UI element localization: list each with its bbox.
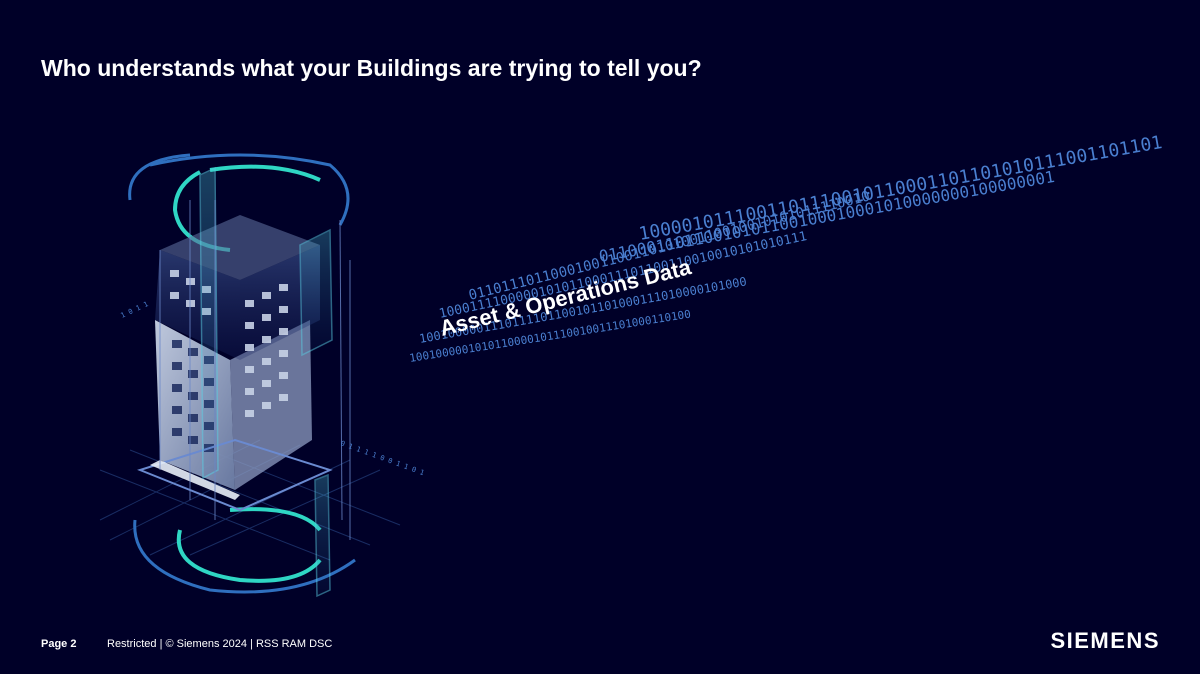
siemens-logo: SIEMENS bbox=[1050, 628, 1160, 653]
footer-restricted-note: Restricted | © Siemens 2024 | RSS RAM DS… bbox=[107, 638, 333, 650]
page-number: Page 2 bbox=[41, 638, 77, 650]
glass-panels bbox=[199, 166, 333, 598]
binary-row: 0110111011000100110011010100110010010101… bbox=[467, 188, 872, 303]
binary-stream: 1000010111001101110010110001101101010111… bbox=[408, 132, 1163, 365]
wire-lines bbox=[159, 200, 351, 540]
side-digits-left: 1 0 1 1 bbox=[119, 300, 149, 320]
slide-title: Who understands what your Buildings are … bbox=[41, 55, 702, 81]
side-digits-right: 0 1 1 1 1 0 0 1 1 0 1 bbox=[339, 439, 425, 477]
